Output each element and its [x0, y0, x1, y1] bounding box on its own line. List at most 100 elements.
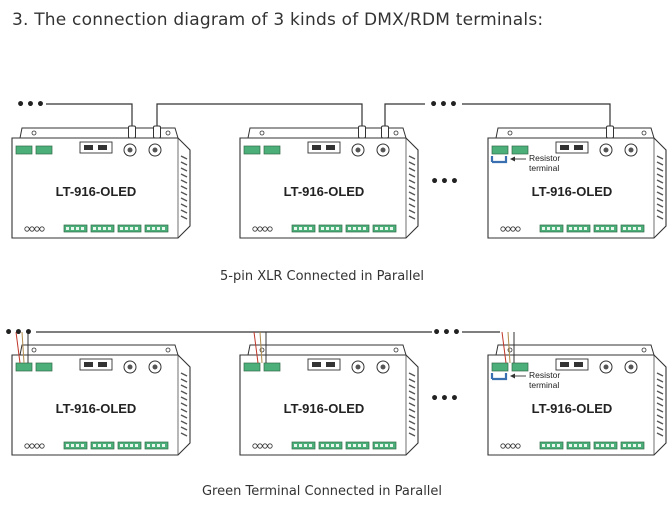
xlr-pin — [603, 147, 609, 153]
terminal-screw — [569, 227, 572, 230]
power-pin — [24, 226, 30, 232]
mounting-hole — [259, 347, 265, 353]
power-pin — [39, 443, 45, 449]
network-port — [555, 141, 589, 154]
dmx-terminal-block — [511, 362, 529, 372]
vent-slot — [408, 161, 416, 166]
xlr-cable — [384, 103, 425, 132]
output-terminal-block — [620, 224, 645, 233]
output-terminal-block — [318, 441, 343, 450]
output-terminal-block — [593, 224, 618, 233]
terminal-screw — [81, 444, 84, 447]
terminal-screw — [147, 227, 150, 230]
terminal-screw — [574, 227, 577, 230]
power-pin — [500, 226, 506, 232]
dmx-terminal-block — [243, 362, 261, 372]
terminal-screw — [162, 227, 165, 230]
output-terminal-block — [539, 224, 564, 233]
port-slot — [98, 362, 107, 367]
terminal-screw — [579, 227, 582, 230]
vent-slot — [180, 414, 188, 419]
terminal-screw — [331, 227, 334, 230]
xlr-plug — [153, 125, 161, 139]
terminal-screw — [130, 444, 133, 447]
power-pin — [505, 226, 511, 232]
dmx-terminal-block — [263, 362, 281, 372]
terminal-screw — [98, 444, 101, 447]
output-terminal-block — [539, 441, 564, 450]
power-pin — [39, 226, 45, 232]
vent-slot — [408, 155, 416, 160]
mounting-hole — [31, 130, 37, 136]
vent-slot — [180, 191, 188, 196]
dmx-terminal-block — [243, 145, 261, 155]
vent-slot — [408, 215, 416, 220]
xlr-pin — [152, 364, 158, 370]
xlr-pin — [628, 364, 634, 370]
power-pin — [505, 443, 511, 449]
output-terminal-block — [90, 224, 115, 233]
vent-slot — [656, 384, 664, 389]
terminal-screw — [584, 227, 587, 230]
page-heading: 3. The connection diagram of 3 kinds of … — [12, 10, 544, 30]
output-terminal-block — [90, 441, 115, 450]
port-slot — [84, 362, 93, 367]
resistor-label: terminal — [529, 163, 559, 173]
terminal-screw — [596, 444, 599, 447]
vent-slot — [180, 408, 188, 413]
terminal-screw — [623, 227, 626, 230]
terminal-screw — [574, 444, 577, 447]
vent-slot — [180, 167, 188, 172]
terminal-screw — [135, 227, 138, 230]
vent-slot — [656, 414, 664, 419]
vent-slot — [180, 426, 188, 431]
terminal-screw — [103, 227, 106, 230]
vent-slot — [656, 203, 664, 208]
mounting-flange — [495, 344, 655, 356]
continuation-dots: ••• — [430, 174, 460, 190]
port-slot — [560, 362, 569, 367]
power-pin — [515, 226, 521, 232]
vent-slot — [408, 173, 416, 178]
port-slot — [84, 145, 93, 150]
terminal-screw — [547, 444, 550, 447]
vent-slot — [408, 203, 416, 208]
terminal-screw — [294, 227, 297, 230]
vent-slot — [408, 396, 416, 401]
terminal-screw — [601, 227, 604, 230]
terminal-screw — [633, 227, 636, 230]
power-pin — [515, 443, 521, 449]
terminal-screw — [385, 227, 388, 230]
vent-slot — [656, 390, 664, 395]
resistor-jumper — [490, 156, 508, 164]
terminal-screw — [611, 227, 614, 230]
power-pin — [510, 443, 516, 449]
power-pin — [267, 226, 273, 232]
mounting-hole — [165, 130, 171, 136]
terminal-screw — [596, 227, 599, 230]
terminal-screw — [66, 444, 69, 447]
terminal-screw — [638, 444, 641, 447]
mounting-hole — [393, 347, 399, 353]
terminal-screw — [76, 227, 79, 230]
output-terminal-block — [345, 441, 370, 450]
terminal-screw — [321, 227, 324, 230]
terminal-screw — [542, 444, 545, 447]
port-slot — [326, 145, 335, 150]
network-port — [79, 141, 113, 154]
xlr-pin — [380, 364, 386, 370]
xlr-plug — [381, 125, 389, 139]
xlr-cable — [462, 103, 611, 132]
vent-slot — [180, 420, 188, 425]
terminal-screw — [103, 444, 106, 447]
xlr-plug — [358, 125, 366, 139]
output-terminal-block — [372, 224, 397, 233]
terminal-screw — [93, 227, 96, 230]
output-terminal-block — [117, 441, 142, 450]
terminal-screw — [358, 444, 361, 447]
power-pin — [262, 226, 268, 232]
vent-slot — [180, 432, 188, 437]
terminal-screw — [321, 444, 324, 447]
vent-slot — [180, 402, 188, 407]
